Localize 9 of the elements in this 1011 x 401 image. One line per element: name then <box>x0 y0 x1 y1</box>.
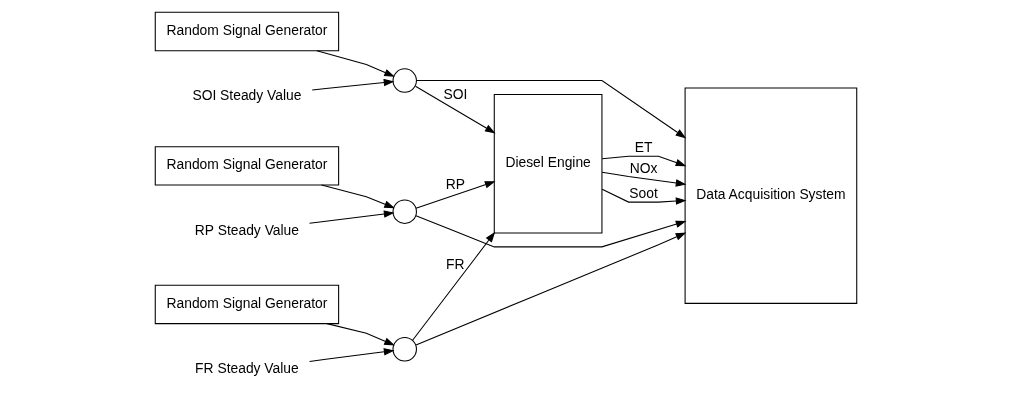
edge-label: NOx <box>629 159 657 176</box>
edge-label: ET <box>634 139 652 156</box>
node-text: RP Steady Value <box>194 221 299 238</box>
edge-label: SOI <box>442 86 467 103</box>
edge-label: Soot <box>628 185 658 202</box>
edge-label: FR <box>445 255 465 272</box>
node-text: SOI Steady Value <box>191 87 301 104</box>
edge-label: RP <box>445 175 465 192</box>
node-text: FR Steady Value <box>194 360 299 377</box>
